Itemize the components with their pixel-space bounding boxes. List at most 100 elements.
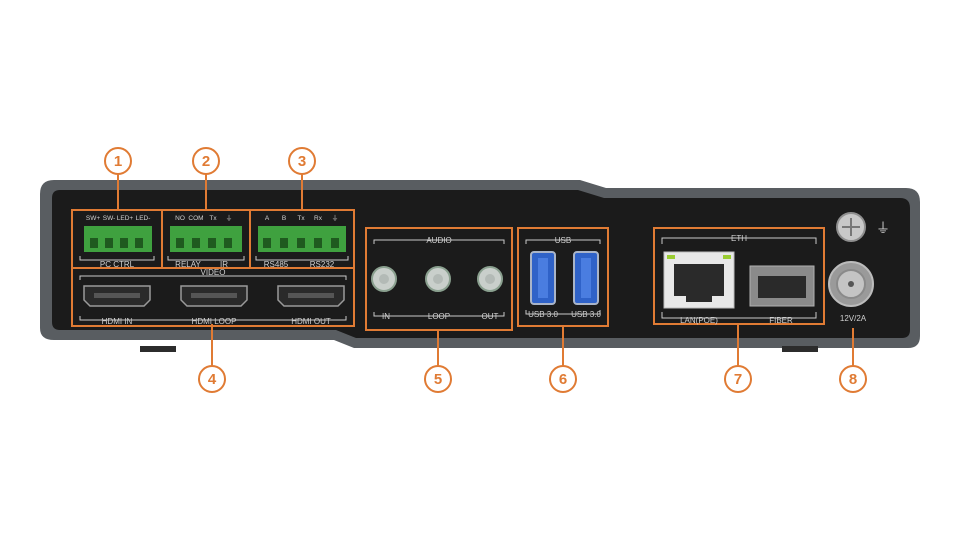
callout-2-circle <box>192 147 220 175</box>
pc-ctrl-pin-label-3: LED+ <box>117 215 134 222</box>
relay-ir-pin-hole-3 <box>208 238 216 248</box>
callout-7-circle <box>724 365 752 393</box>
audio-out-jack-hole <box>485 274 495 284</box>
fiber-port-slot <box>758 276 806 298</box>
callout-7-number: 7 <box>734 371 742 388</box>
section-outlines <box>71 209 825 331</box>
usb-port-2-label: USB 3.0 <box>571 310 601 319</box>
audio-loop-jack-hole <box>433 274 443 284</box>
hdmi-loop-label: HDMI LOOP <box>192 317 237 326</box>
pc-ctrl-terminal <box>84 226 152 252</box>
rs-pin-hole-2 <box>280 238 288 248</box>
rs-pin-hole-3 <box>297 238 305 248</box>
usb-port-2-tongue <box>581 258 591 298</box>
pc-ctrl-label: PC CTRL <box>100 260 135 269</box>
ir-label: IR <box>220 260 228 269</box>
audio-in-jack-hole <box>379 274 389 284</box>
video-title: VIDEO <box>201 268 226 277</box>
outline-usb <box>517 227 609 327</box>
label-brackets <box>79 237 817 321</box>
hdmi-loop-insert <box>191 293 237 298</box>
pc-ctrl-pin-label-4: LED- <box>136 215 151 222</box>
relay-ir-pin-labels: NO COM Tx ⏚ <box>175 214 232 222</box>
relay-ir-pin-label-4: ⏚ <box>226 214 233 222</box>
fiber-label: FIBER <box>769 316 793 325</box>
lan-port-socket <box>674 264 724 302</box>
hdmi-in-insert <box>94 293 140 298</box>
left-foot <box>140 346 176 352</box>
usb-port-1-tongue <box>538 258 548 298</box>
relay-ir-pin-hole-4 <box>224 238 232 248</box>
ground-screw <box>836 212 866 242</box>
power-jack <box>828 261 874 307</box>
audio-title: AUDIO <box>426 236 451 245</box>
rs-pin-hole-1 <box>263 238 271 248</box>
power-jack-pin <box>848 281 854 287</box>
callout-8-circle <box>839 365 867 393</box>
pc-ctrl-pin-hole-3 <box>120 238 128 248</box>
ground-symbol: ⏚ <box>876 220 890 236</box>
lan-port <box>663 251 735 309</box>
pc-ctrl-pin-label-2: SW- <box>103 215 116 222</box>
rs485-rs232-terminal <box>258 226 346 252</box>
bracket-rs485 <box>255 256 349 261</box>
usb-ports <box>530 251 599 305</box>
bracket-eth <box>661 237 817 319</box>
lan-poe-label: LAN(POE) <box>680 316 718 325</box>
relay-ir-pin-label-2: COM <box>188 215 203 222</box>
callout-3-circle <box>288 147 316 175</box>
pc-ctrl-pin-labels: SW+ SW- LED+ LED- <box>86 215 151 222</box>
hdmi-port-inserts <box>94 293 334 298</box>
power-rating-label: 12V/2A <box>840 314 867 323</box>
audio-loop-label: LOOP <box>428 312 450 321</box>
lan-led-right <box>723 255 731 259</box>
callout-2-number: 2 <box>202 153 210 170</box>
callout-4-number: 4 <box>208 371 217 388</box>
bracket-video <box>79 275 347 321</box>
bracket-relay-ir <box>167 256 245 261</box>
callout-3-number: 3 <box>298 153 306 170</box>
rs-pin-labels: A B Tx Rx ⏚ <box>265 214 338 222</box>
hdmi-out-insert <box>288 293 334 298</box>
hdmi-out-label: HDMI OUT <box>291 317 331 326</box>
bracket-audio <box>373 239 505 317</box>
pc-ctrl-pin-label-1: SW+ <box>86 215 100 222</box>
right-foot <box>782 346 818 352</box>
outline-video <box>71 267 355 327</box>
audio-out-label: OUT <box>482 312 499 321</box>
rs-pin-label-5: ⏚ <box>332 214 339 222</box>
callout-5-number: 5 <box>434 371 442 388</box>
callout-6-circle <box>549 365 577 393</box>
outline-audio <box>365 227 513 331</box>
callout-1-number: 1 <box>114 153 122 170</box>
pc-ctrl-pin-hole-1 <box>90 238 98 248</box>
callout-4-circle <box>198 365 226 393</box>
rs-pin-label-4: Rx <box>314 215 323 222</box>
pc-ctrl-pin-hole-4 <box>135 238 143 248</box>
callout-8-number: 8 <box>849 371 857 388</box>
callout-numbers: 1 2 3 4 5 6 7 8 <box>114 153 857 388</box>
rs-pin-label-1: A <box>265 215 270 222</box>
usb-title: USB <box>555 236 571 245</box>
rs-pin-label-2: B <box>282 215 286 222</box>
rs485-label: RS485 <box>264 260 289 269</box>
relay-ir-pin-label-1: NO <box>175 215 185 222</box>
relay-ir-pin-label-3: Tx <box>209 215 217 222</box>
fiber-port <box>749 265 815 307</box>
lan-led-left <box>667 255 675 259</box>
relay-ir-pin-hole-1 <box>176 238 184 248</box>
relay-label: RELAY <box>175 260 201 269</box>
callouts <box>104 147 867 393</box>
usb-port-1-label: USB 3.0 <box>528 310 558 319</box>
pc-ctrl-pin-hole-2 <box>105 238 113 248</box>
callout-5-circle <box>424 365 452 393</box>
bracket-pc-ctrl <box>79 256 155 261</box>
relay-ir-terminal <box>170 226 242 252</box>
audio-in-label: IN <box>382 312 390 321</box>
relay-ir-pin-hole-2 <box>192 238 200 248</box>
rs-pin-hole-4 <box>314 238 322 248</box>
outline-eth <box>653 227 825 325</box>
callout-6-number: 6 <box>559 371 567 388</box>
bracket-usb <box>525 239 601 315</box>
